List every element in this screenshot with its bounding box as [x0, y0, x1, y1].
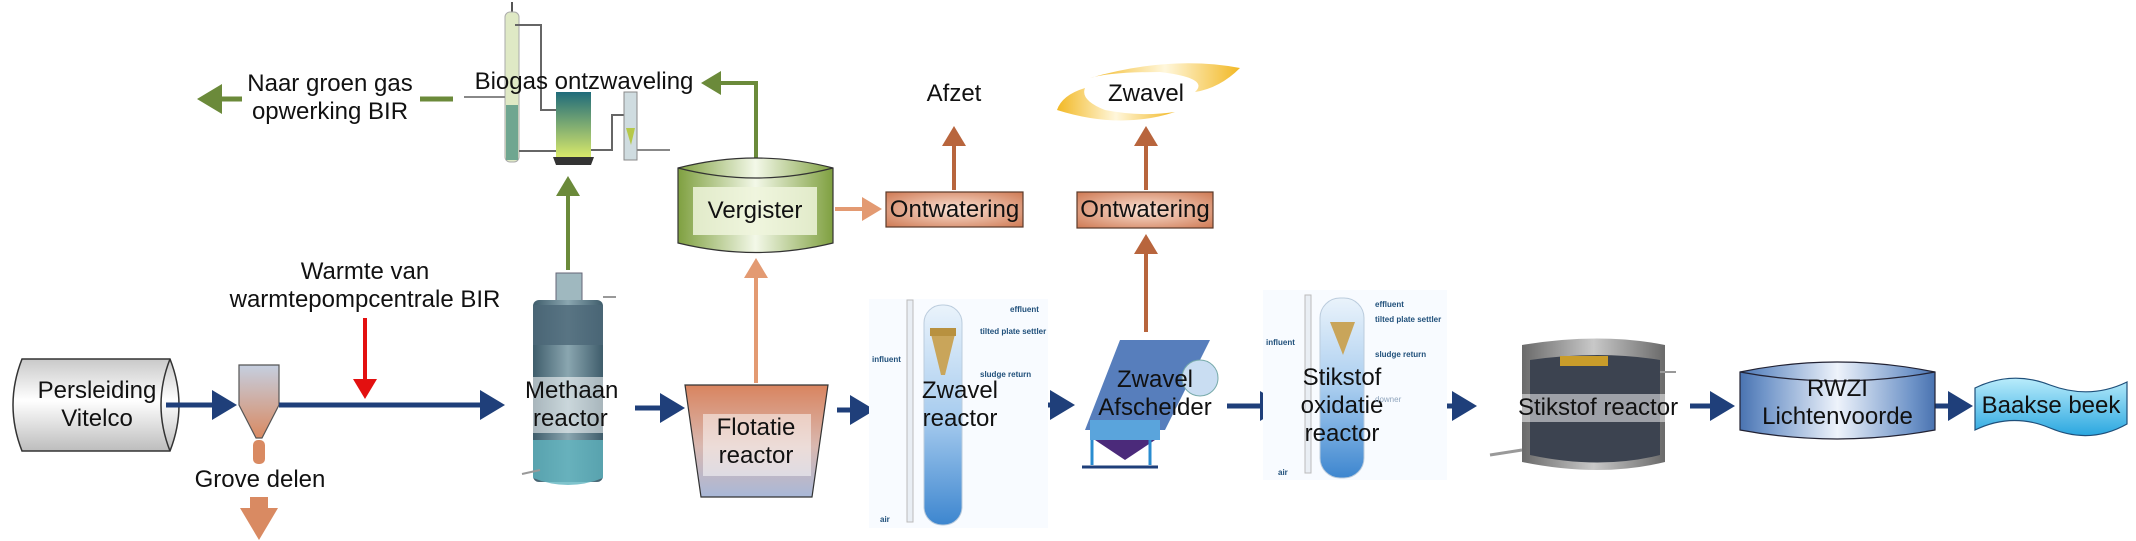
- zwavel-effluent-callout: effluent: [1010, 305, 1039, 314]
- flotation-reactor-shape: [684, 384, 829, 498]
- warmte-label: Warmte van warmtepompcentrale BIR: [229, 258, 501, 313]
- grove-delen-label: Grove delen: [194, 466, 326, 493]
- zwavel-afscheider-label: Zwavel Afscheider: [1098, 366, 1212, 421]
- stikstof-reactor-label: Stikstof reactor: [1518, 394, 1679, 422]
- dewatering-box-1: [885, 191, 1024, 228]
- nitrogen-oxidation-reactor-shape: [1263, 290, 1447, 480]
- stikstof-settler-callout: tilted plate settler: [1375, 315, 1442, 324]
- rwzi-label: RWZI Lichtenvoorde: [1762, 375, 1913, 430]
- coarse-screen-shape: [238, 364, 280, 540]
- zwavel-influent-callout: influent: [872, 355, 901, 364]
- water-flow-arrows: [166, 390, 1973, 425]
- vergister-label: Vergister: [707, 197, 803, 224]
- zwavel-sludge-callout: sludge return: [980, 370, 1032, 379]
- ontwatering-1-label: Ontwatering: [889, 196, 1020, 223]
- methaan-reactor-label: Methaan reactor: [525, 377, 619, 433]
- sulfur-reactor-shape: [869, 299, 1048, 528]
- stikstof-oxidatie-label: Stikstof oxidatie reactor: [1300, 364, 1384, 447]
- persleiding-label: Persleiding Vitelco: [37, 377, 157, 432]
- zwavel-air-callout: air: [880, 515, 890, 524]
- stikstof-sludge-callout: sludge return: [1375, 350, 1427, 359]
- digester-shape: [677, 157, 834, 254]
- groengas-label: Naar groen gas opwerking BIR: [247, 70, 413, 125]
- dewatering-box-2: [1076, 191, 1214, 229]
- sulfur-swoosh-shape: [1057, 63, 1240, 121]
- ontwatering-2-label: Ontwatering: [1080, 196, 1210, 223]
- persleiding-pipe-shape: [12, 358, 180, 452]
- sulfur-separator-shape: [1082, 340, 1219, 469]
- baakse-beek-shape: [1974, 377, 2128, 437]
- biogas-label: Biogas ontzwaveling: [474, 68, 694, 95]
- stikstof-downer-callout: downer: [1375, 395, 1402, 404]
- biogas-desulfurization-shape: [464, 2, 670, 165]
- zwavel-settler-callout: tilted plate settler: [980, 327, 1047, 336]
- afzet-label: Afzet: [926, 80, 982, 107]
- flotatie-label: Flotatie reactor: [716, 414, 796, 469]
- grove-delen-arrow: [240, 497, 278, 540]
- stikstof-influent-callout: influent: [1266, 338, 1295, 347]
- stikstof-air-callout: air: [1278, 468, 1288, 477]
- zwavel-label: Zwavel: [1107, 80, 1185, 107]
- rwzi-shape: [1739, 361, 1936, 440]
- stikstof-effluent-callout: effluent: [1375, 300, 1404, 309]
- baakse-beek-label: Baakse beek: [1981, 392, 2121, 419]
- vergister-gas-arrow: [701, 71, 758, 170]
- zwavel-reactor-label: Zwavel reactor: [921, 377, 999, 432]
